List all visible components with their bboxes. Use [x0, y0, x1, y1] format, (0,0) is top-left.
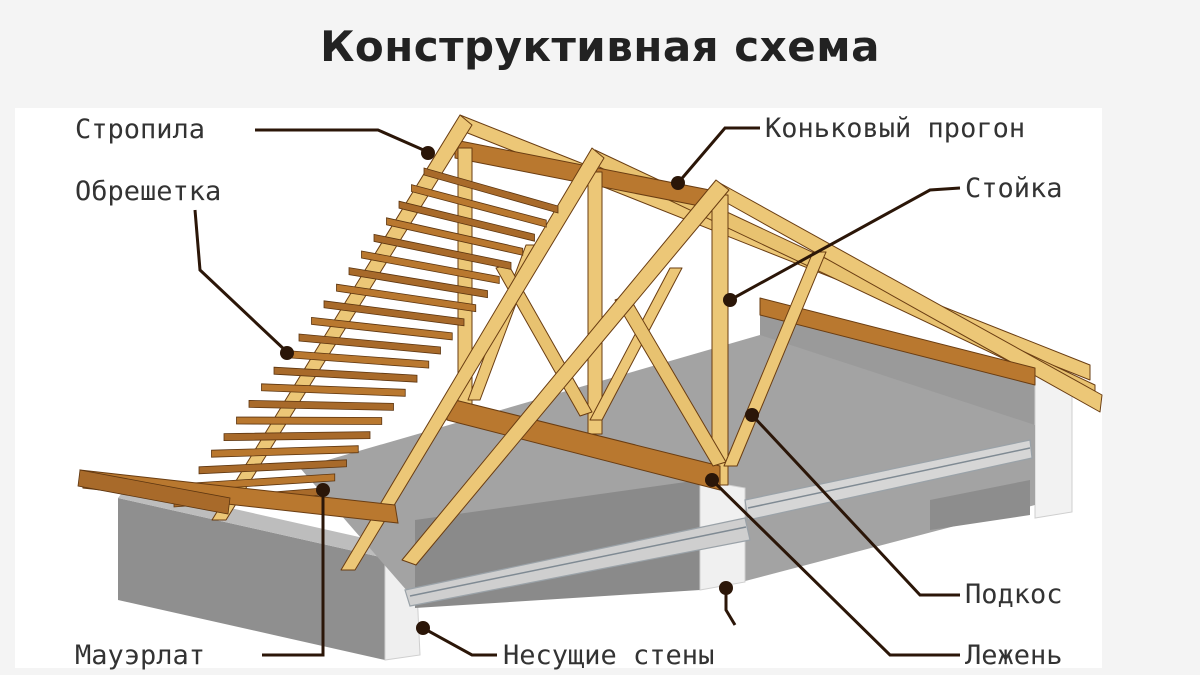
callout-dots — [280, 146, 759, 635]
floor-beam-front-line — [409, 526, 747, 597]
leader-lathing — [193, 209, 289, 354]
leader-bearing-walls — [422, 626, 497, 657]
lathing-batten — [311, 316, 453, 341]
lathing-batten — [211, 445, 359, 458]
dot-bearing-walls-b — [719, 581, 733, 595]
leader-wall-plate — [262, 490, 325, 657]
floor-beam-rear-line — [747, 447, 1031, 509]
lathing-batten — [411, 184, 547, 228]
label-strut: Подкос — [965, 579, 1063, 610]
right-wall-face — [930, 480, 1030, 530]
dot-strut — [745, 408, 759, 422]
lathing-batten — [223, 431, 371, 442]
lathing-batten — [323, 300, 465, 327]
leader-rafters — [255, 128, 429, 154]
dot-rafters — [421, 146, 435, 160]
label-post: Стойка — [965, 173, 1063, 204]
lathing-batten — [198, 459, 347, 475]
leader-lines — [193, 126, 961, 657]
rear-sill-beam — [759, 297, 1036, 386]
slide-title: Конструктивная схема — [320, 22, 880, 71]
strut-3 — [589, 267, 683, 421]
dot-post — [723, 293, 737, 307]
wall-plate-batten-end — [77, 469, 231, 515]
label-wall-plate: Мауэрлат — [75, 640, 205, 671]
left-rafter-middle — [340, 147, 605, 571]
leader-strut — [750, 413, 960, 597]
rear-wall-end — [1034, 371, 1073, 519]
dot-bearing-walls-a — [416, 621, 430, 635]
lathing-batten — [423, 167, 559, 214]
leader-bearing-walls-2 — [724, 588, 737, 626]
lathing-batten — [336, 283, 477, 313]
label-sill-beam: Лежень — [965, 640, 1063, 671]
post-middle — [587, 171, 603, 435]
leader-sill-beam — [710, 478, 960, 657]
lathing-batten — [273, 366, 418, 383]
lathing-battens — [173, 167, 559, 508]
lathing-batten — [261, 383, 406, 397]
dot-lathing — [280, 346, 294, 360]
label-bearing-walls: Несущие стены — [503, 640, 714, 671]
dot-ridge-purlin — [671, 176, 685, 190]
lathing-batten — [298, 333, 441, 355]
label-ridge-purlin: Коньковый прогон — [765, 113, 1025, 144]
leader-post — [729, 186, 961, 302]
timber-frame — [211, 114, 1103, 571]
dot-wall-plate — [316, 483, 330, 497]
lathing-batten — [361, 250, 500, 284]
lathing-batten — [398, 200, 535, 242]
lathing-batten — [348, 267, 488, 299]
leader-ridge-purlin — [676, 126, 760, 184]
lathing-batten — [386, 217, 524, 256]
dot-sill-beam — [705, 473, 719, 487]
lathing-batten — [373, 233, 512, 270]
left-wall-face — [118, 498, 385, 660]
lathing-batten — [248, 399, 394, 411]
label-lathing: Обрешетка — [75, 176, 221, 207]
lathing-batten — [236, 416, 383, 425]
label-rafters: Стропила — [75, 114, 205, 145]
left-rafter-front — [401, 179, 730, 566]
